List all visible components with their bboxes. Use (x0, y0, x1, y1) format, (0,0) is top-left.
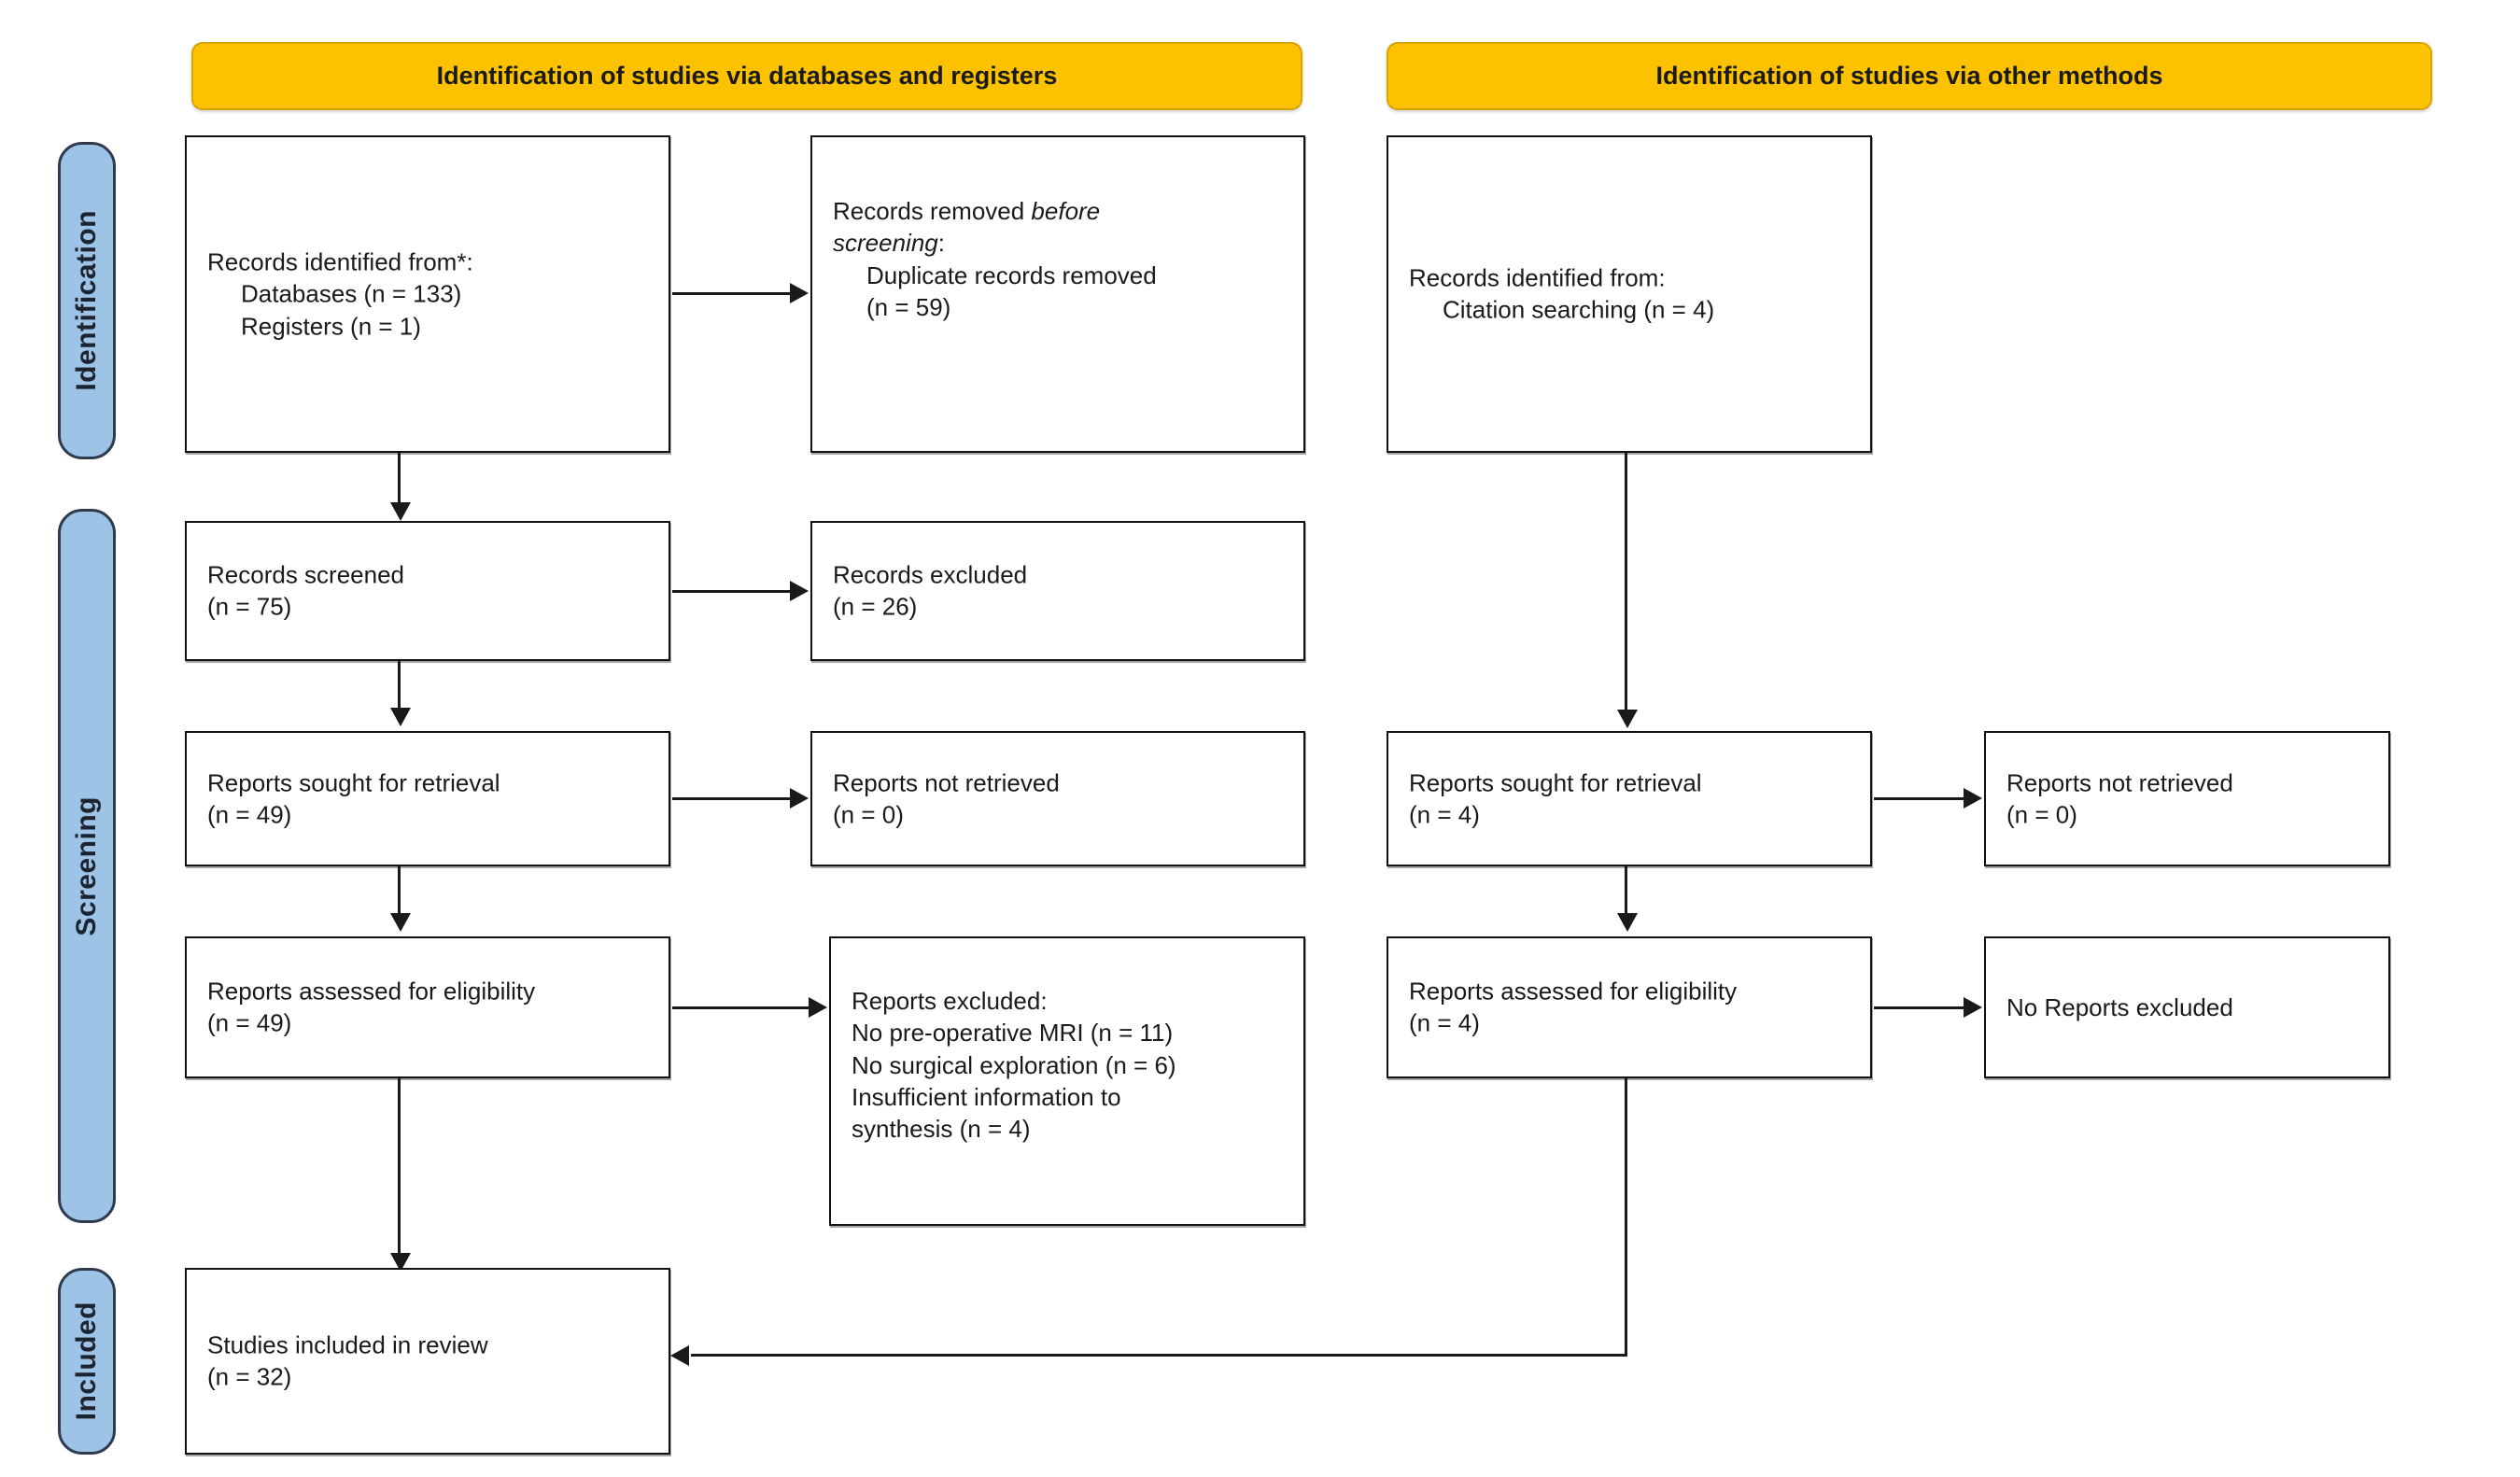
box-reports-not-retrieved: Reports not retrieved(n = 0) (810, 731, 1305, 866)
connector-other-sought-to-assessed (1625, 866, 1627, 921)
box-records-excluded: Records excluded(n = 26) (810, 521, 1305, 661)
connector-identified-to-screened (398, 453, 401, 510)
box-reports-excluded-text: Reports excluded:No pre-operative MRI (n… (852, 987, 1176, 1144)
connector-sought-to-assessed (398, 866, 401, 921)
connector-other-to-included-horizontal (691, 1354, 1627, 1357)
box-studies-included-text: Studies included in review(n = 32) (207, 1330, 488, 1391)
arrowhead-screened-to-sought (390, 708, 411, 726)
stage-label-screening: Screening (71, 795, 102, 936)
box-reports-assessed-text: Reports assessed for eligibility(n = 49) (207, 977, 536, 1037)
box-other-records-identified: Records identified from:Citation searchi… (1387, 135, 1872, 453)
arrowhead-assessed-to-included (390, 1253, 411, 1272)
connector-screened-to-sought (398, 661, 401, 715)
section-header-other-methods: Identification of studies via other meth… (1387, 42, 2432, 110)
connector-assessed-to-reports-excluded (672, 1006, 810, 1009)
connector-identified-to-removed (672, 292, 792, 295)
connector-other-assessed-to-excluded (1874, 1006, 1965, 1009)
box-other-reports-not-retrieved-text: Reports not retrieved(n = 0) (2006, 768, 2233, 829)
stage-label-included: Included (71, 1301, 102, 1421)
box-reports-sought-text: Reports sought for retrieval(n = 49) (207, 768, 500, 829)
arrowhead-screened-to-excluded (790, 581, 809, 601)
arrowhead-other-sought-to-assessed (1617, 913, 1638, 932)
box-other-no-reports-excluded: No Reports excluded (1984, 936, 2390, 1078)
section-header-other-methods-label: Identification of studies via other meth… (1655, 62, 2163, 90)
arrowhead-sought-to-assessed (390, 913, 411, 932)
stage-bar-identification: Identification (58, 142, 116, 459)
arrowhead-sought-to-not-retrieved (790, 788, 809, 809)
box-other-reports-assessed: Reports assessed for eligibility(n = 4) (1387, 936, 1872, 1078)
arrowhead-identified-to-removed (790, 283, 809, 303)
box-other-reports-assessed-text: Reports assessed for eligibility(n = 4) (1409, 977, 1738, 1037)
arrowhead-other-assessed-to-excluded (1964, 997, 1982, 1018)
stage-bar-included: Included (58, 1268, 116, 1455)
box-other-no-reports-excluded-text: No Reports excluded (2006, 992, 2233, 1021)
box-reports-sought: Reports sought for retrieval(n = 49) (185, 731, 670, 866)
connector-assessed-to-included (398, 1078, 401, 1260)
arrowhead-identified-to-screened (390, 502, 411, 521)
box-records-identified: Records identified from*:Databases (n = … (185, 135, 670, 453)
connector-other-identified-to-sought (1625, 453, 1627, 714)
arrowhead-other-sought-to-not-retrieved (1964, 788, 1982, 809)
arrowhead-other-identified-to-sought (1617, 710, 1638, 728)
box-reports-assessed: Reports assessed for eligibility(n = 49) (185, 936, 670, 1078)
section-header-databases-label: Identification of studies via databases … (436, 62, 1058, 90)
connector-other-assessed-down (1625, 1078, 1627, 1357)
stage-label-identification: Identification (71, 210, 102, 391)
box-other-reports-sought: Reports sought for retrieval(n = 4) (1387, 731, 1872, 866)
box-records-screened-text: Records screened(n = 75) (207, 560, 404, 621)
arrowhead-assessed-to-reports-excluded (809, 997, 827, 1018)
connector-sought-to-not-retrieved (672, 797, 792, 800)
box-records-excluded-text: Records excluded(n = 26) (833, 560, 1028, 621)
arrowhead-other-to-included (670, 1345, 689, 1366)
section-header-databases: Identification of studies via databases … (191, 42, 1302, 110)
stage-bar-screening: Screening (58, 509, 116, 1223)
box-reports-excluded: Reports excluded:No pre-operative MRI (n… (829, 936, 1305, 1226)
box-studies-included: Studies included in review(n = 32) (185, 1268, 670, 1455)
box-other-records-identified-text: Records identified from:Citation searchi… (1409, 263, 1715, 324)
box-other-reports-not-retrieved: Reports not retrieved(n = 0) (1984, 731, 2390, 866)
box-records-identified-text: Records identified from*:Databases (n = … (207, 247, 473, 341)
connector-screened-to-excluded (672, 590, 792, 593)
box-other-reports-sought-text: Reports sought for retrieval(n = 4) (1409, 768, 1702, 829)
box-reports-not-retrieved-text: Reports not retrieved(n = 0) (833, 768, 1060, 829)
connector-other-sought-to-not-retrieved (1874, 797, 1965, 800)
box-records-screened: Records screened(n = 75) (185, 521, 670, 661)
